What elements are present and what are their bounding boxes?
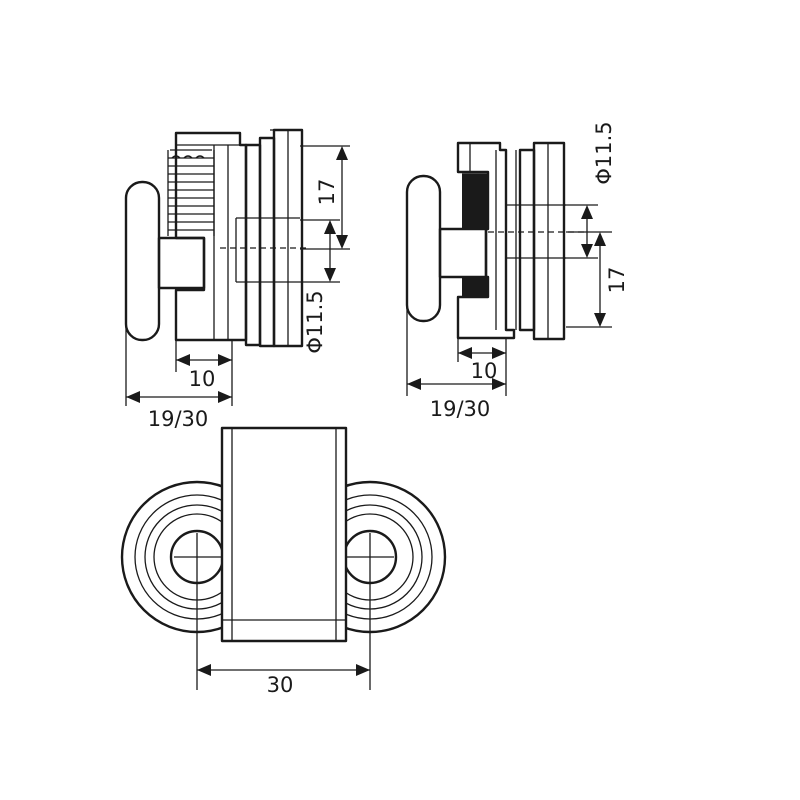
left-dim-19-30: 19/30: [125, 300, 233, 431]
left-axle: [157, 236, 206, 290]
right-plate-a: [518, 148, 536, 332]
right-dim-19-30: 19/30: [406, 300, 507, 421]
front-dim-30-label: 30: [267, 673, 294, 697]
left-body: [174, 131, 248, 342]
right-dim-19-30-label: 19/30: [430, 397, 491, 421]
right-wheel: [405, 174, 442, 323]
right-knurl-bottom: [462, 277, 488, 297]
left-dim-10-label: 10: [189, 367, 216, 391]
front-dim-30: 30: [196, 580, 371, 697]
right-dim-diameter: Φ11.5: [564, 121, 616, 259]
left-plate-b: [258, 136, 276, 348]
left-plate-a: [244, 143, 262, 347]
left-dim-19-30-label: 19/30: [148, 407, 209, 431]
front-view: [120, 426, 447, 643]
right-side-view: [405, 141, 586, 341]
left-dim-diameter: Φ11.5: [300, 219, 340, 354]
left-side-view: [124, 128, 306, 348]
right-plate-b: [532, 141, 566, 341]
right-body: [456, 141, 516, 340]
front-body: [220, 426, 348, 643]
right-dim-17-label: 17: [605, 267, 629, 294]
left-dim-17: 17: [300, 145, 350, 250]
right-axle: [438, 227, 488, 279]
right-dim-17: 17: [566, 231, 629, 328]
left-dim-10: 10: [175, 340, 233, 391]
right-dim-10: 10: [457, 338, 507, 383]
left-wheel: [124, 180, 161, 342]
right-dim-diameter-label: Φ11.5: [592, 121, 616, 184]
right-knurl-top: [462, 174, 488, 229]
left-dim-diameter-label: Φ11.5: [303, 290, 327, 353]
left-dim-17-label: 17: [315, 179, 339, 206]
